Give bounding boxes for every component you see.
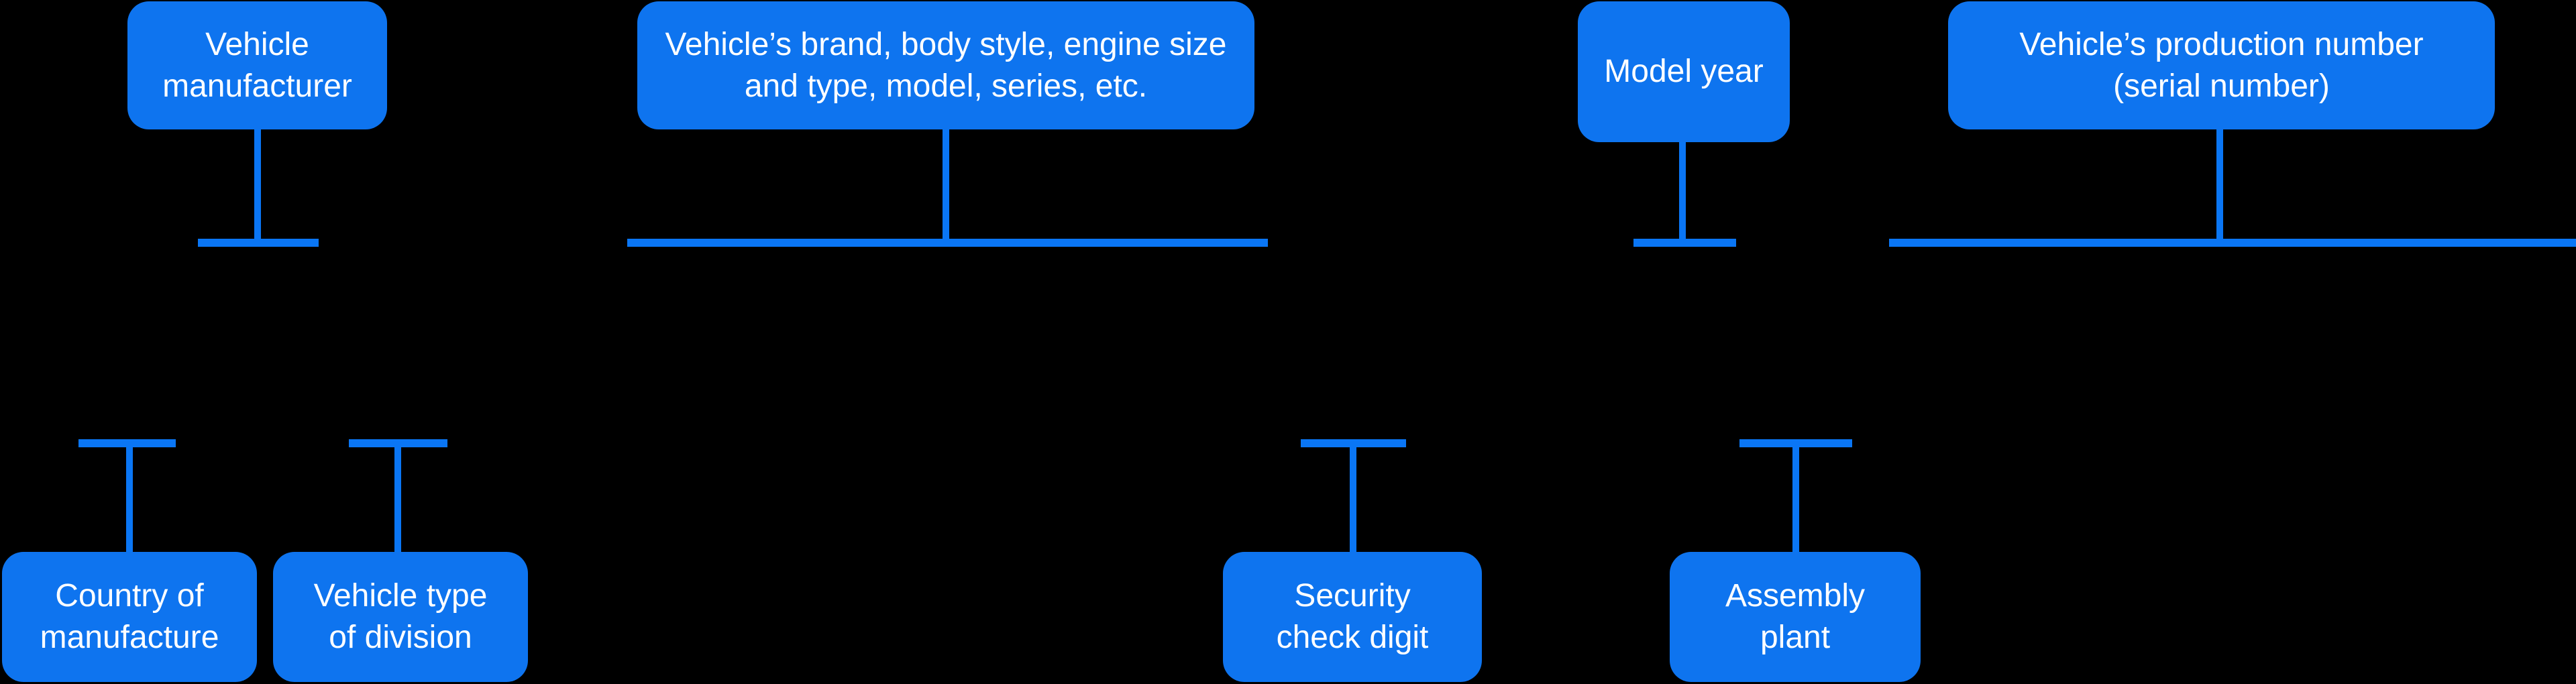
connector-country-of-manufacture-bar: [78, 439, 176, 447]
connector-assembly-plant-bar: [1739, 439, 1852, 447]
connector-vehicle-manufacturer-stem: [254, 129, 261, 240]
connector-vehicle-brand-body-style-bar: [627, 239, 1268, 247]
connector-production-number-stem: [2216, 129, 2223, 240]
node-label-production-number: Vehicle’s production number(serial numbe…: [2019, 26, 2424, 104]
connector-model-year-stem: [1679, 141, 1686, 240]
connector-vehicle-manufacturer-bar: [198, 239, 319, 247]
connector-vehicle-brand-body-style-stem: [943, 129, 949, 240]
node-vehicle-brand-body-style: Vehicle’s brand, body style, engine size…: [637, 1, 1254, 129]
node-production-number: Vehicle’s production number(serial numbe…: [1948, 1, 2495, 129]
connector-security-check-digit-stem: [1350, 446, 1356, 553]
connector-assembly-plant-stem: [1792, 446, 1799, 553]
connector-model-year-bar: [1633, 239, 1736, 247]
node-label-vehicle-brand-body-style: Vehicle’s brand, body style, engine size…: [665, 26, 1227, 104]
connector-vehicle-type-of-division-stem: [394, 446, 401, 553]
connector-country-of-manufacture-stem: [126, 446, 133, 553]
connector-vehicle-type-of-division-bar: [349, 439, 447, 447]
node-model-year: Model year: [1578, 1, 1790, 142]
node-label-model-year: Model year: [1604, 54, 1764, 89]
connector-production-number-bar: [1889, 239, 2576, 247]
connector-security-check-digit-bar: [1301, 439, 1406, 447]
